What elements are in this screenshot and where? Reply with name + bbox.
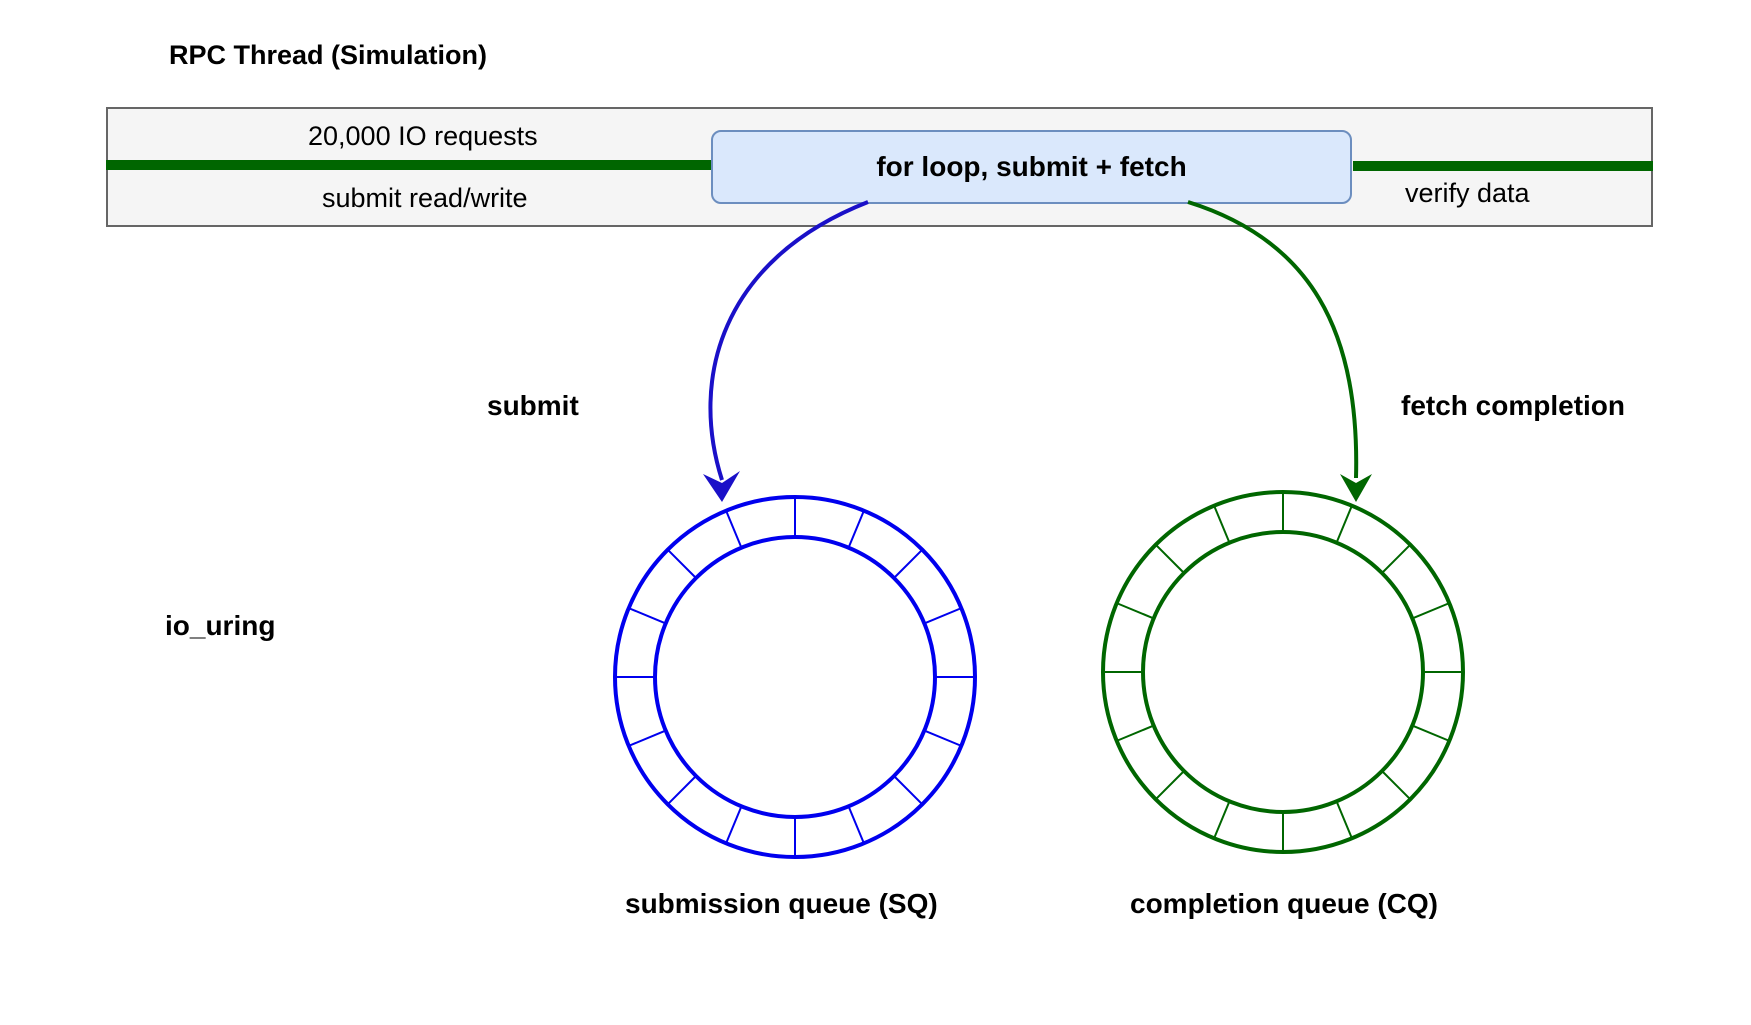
submit-arrow-label: submit — [487, 390, 579, 421]
sq-slot-divider — [667, 775, 697, 805]
submit-read-write-label: submit read/write — [322, 183, 528, 213]
cq-slot-divider — [1335, 800, 1353, 839]
cq-slot-divider — [1116, 602, 1155, 620]
completion-queue-label: completion queue (CQ) — [1130, 888, 1438, 919]
cq-slot-divider — [1155, 544, 1185, 574]
sq-slot-divider — [893, 549, 923, 579]
cq-inner-circle — [1141, 530, 1425, 814]
fetch-completion-arrowhead — [1340, 474, 1372, 502]
cq-slot-divider — [1213, 800, 1231, 839]
cq-slot-divider — [1381, 544, 1411, 574]
sq-slot-divider — [725, 510, 743, 549]
sq-slot-divider — [847, 510, 865, 549]
sq-slot-divider — [628, 729, 667, 747]
sq-inner-circle — [653, 535, 937, 819]
cq-slot-divider — [1155, 770, 1185, 800]
sq-slot-divider — [893, 775, 923, 805]
cq-slot-divider — [1213, 505, 1231, 544]
verify-data-label: verify data — [1405, 178, 1530, 208]
fetch-completion-arrow — [1187, 200, 1359, 479]
submit-arrowhead — [703, 471, 740, 502]
cq-slot-divider — [1335, 505, 1353, 544]
submission-queue-label: submission queue (SQ) — [625, 888, 938, 919]
sq-slot-divider — [628, 607, 667, 625]
cq-slot-divider — [1411, 724, 1450, 742]
completion-queue-ring — [1101, 490, 1465, 854]
cq-slot-divider — [1381, 770, 1411, 800]
cq-slot-divider — [1116, 724, 1155, 742]
sq-slot-divider — [725, 805, 743, 844]
submit-fetch-loop-label: for loop, submit + fetch — [876, 151, 1187, 182]
sq-slot-divider — [923, 607, 962, 625]
submit-fetch-loop-box: for loop, submit + fetch — [711, 130, 1352, 204]
thread-title: RPC Thread (Simulation) — [169, 40, 488, 70]
sq-slot-divider — [847, 805, 865, 844]
fetch-completion-arrow-label: fetch completion — [1401, 390, 1626, 421]
io-request-count: 20,000 IO requests — [308, 121, 538, 151]
submit-arrow — [708, 200, 869, 481]
submission-queue-ring — [613, 495, 977, 859]
thread-timeline-left — [106, 160, 711, 170]
cq-slot-divider — [1411, 602, 1450, 620]
thread-timeline-right — [1353, 161, 1653, 171]
io-uring-label: io_uring — [165, 610, 276, 641]
sq-slot-divider — [923, 729, 962, 747]
sq-slot-divider — [667, 549, 697, 579]
